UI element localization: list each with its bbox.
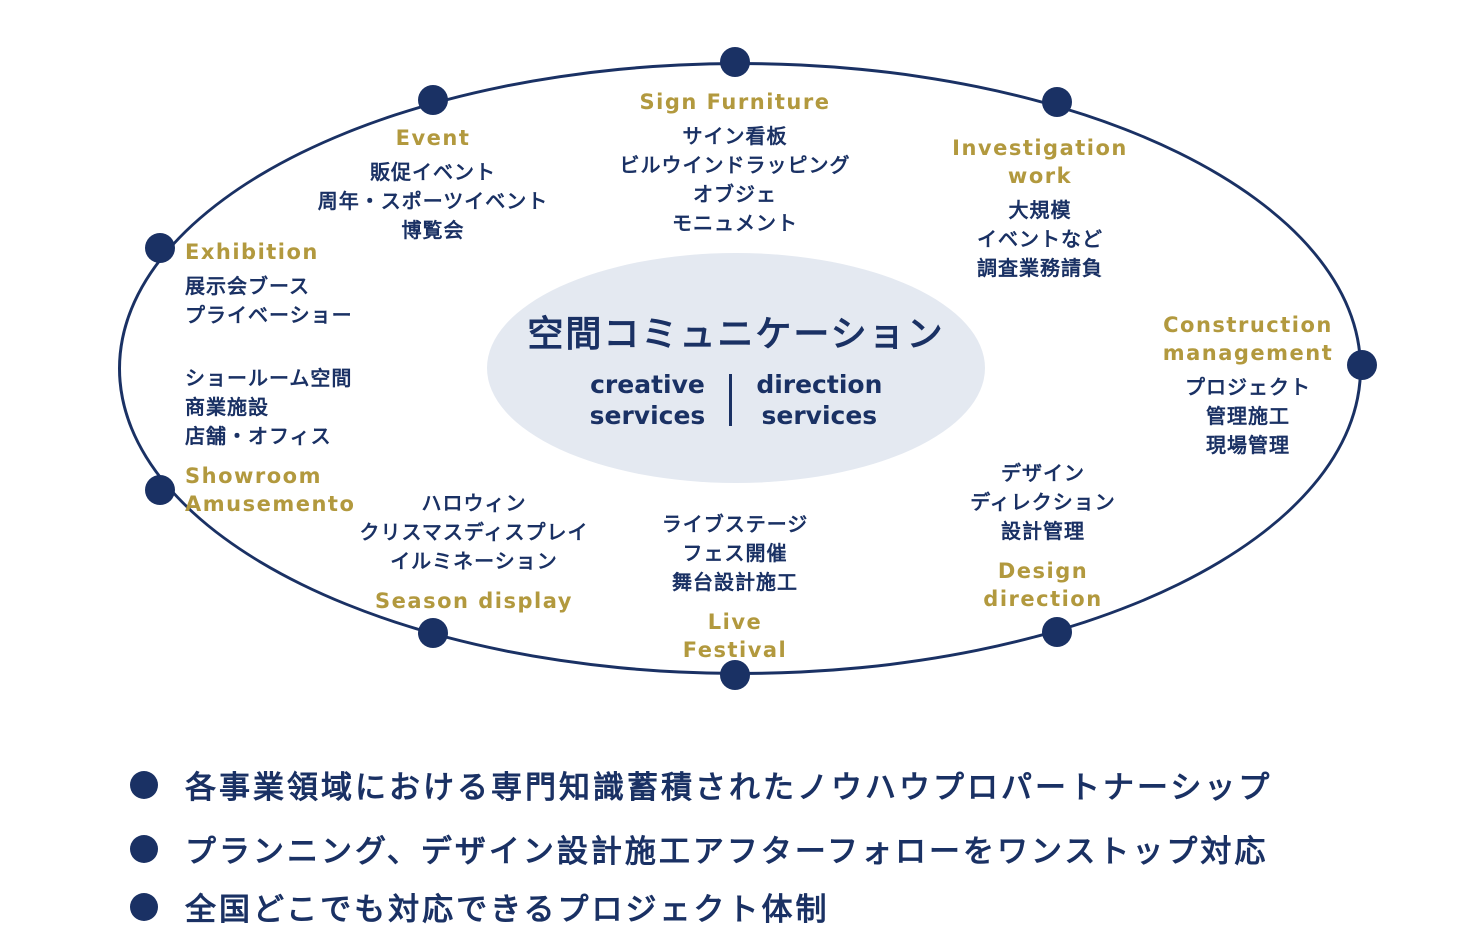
bullet-icon [130,770,158,799]
group-investigation-work-item: 調査業務請負 [977,256,1103,280]
group-exhibition-item: プライベーショー [185,303,353,327]
group-design-direction-item: デザイン [1000,461,1085,485]
dot-event [418,85,448,115]
group-live-festival-title: Live Festival [682,610,788,662]
group-investigation-work-item: イベントなど [977,227,1103,251]
group-sign-furniture-item: ビルウインドラッピング [619,153,851,177]
group-event-title: Event [395,126,471,150]
group-live-festival-item: 舞台設計施工 [671,570,798,594]
group-season-display-title: Season display [375,589,573,613]
dot-construction-management [1347,350,1377,380]
group-live-festival-item: フェス開催 [682,541,788,565]
services-divider [729,374,733,426]
feature-text: 各事業領域における専門知識蓄積されたノウハウプロパートナーシップ [185,770,1273,806]
group-season-display: ハロウィン クリスマスディスプレイ イルミネーション Season displa… [360,489,589,615]
group-design-direction-title: Design direction [983,559,1103,611]
group-event-item: 周年・スポーツイベント [317,189,549,213]
group-investigation-work: Investigation work 大規模 イベントなど 調査業務請負 [952,134,1128,283]
feature-bullet-row: プランニング、デザイン設計施工アフターフォローをワンストップ対応 [130,826,1268,871]
group-construction-management: Construction management プロジェクト 管理施工 現場管理 [1163,311,1334,460]
group-sign-furniture-item: オブジェ [693,182,777,206]
dot-season-display [418,618,448,648]
group-sign-furniture-item: モニュメント [672,211,798,235]
group-event: Event 販促イベント 周年・スポーツイベント 博覧会 [318,124,549,245]
dot-design-direction [1042,617,1072,647]
bullet-icon [130,834,158,863]
creative-services-label: creative services [589,370,706,430]
dot-live-festival [720,660,750,690]
group-construction-management-item: 現場管理 [1206,433,1290,457]
group-showroom-amusemento-item: 店舗・オフィス [185,424,332,448]
group-design-direction-item: 設計管理 [1000,519,1085,543]
group-investigation-work-title: Investigation work [952,136,1128,188]
group-showroom-amusemento-item: ショールーム空間 [185,366,353,390]
feature-bullet-row: 各事業領域における専門知識蓄積されたノウハウプロパートナーシップ [130,762,1272,807]
group-showroom-amusemento: ショールーム空間 商業施設 店舗・オフィス Showroom Amusement… [185,364,355,518]
group-construction-management-item: プロジェクト [1185,375,1311,399]
direction-services-label: direction services [756,370,883,430]
group-exhibition-item: 展示会ブース [185,274,310,298]
group-showroom-amusemento-title: Showroom Amusemento [185,464,356,516]
group-sign-furniture-title: Sign Furniture [639,90,831,114]
group-design-direction-item: ディレクション [970,490,1116,514]
group-season-display-item: イルミネーション [390,549,558,573]
dot-sign-furniture [720,47,750,77]
group-live-festival-item: ライブステージ [661,512,809,536]
feature-text: プランニング、デザイン設計施工アフターフォローをワンストップ対応 [185,834,1269,870]
group-sign-furniture-item: サイン看板 [682,124,788,148]
group-season-display-item: クリスマスディスプレイ [359,520,589,544]
group-live-festival: ライブステージ フェス開催 舞台設計施工 Live Festival [662,510,809,664]
center-ellipse: 空間コミュニケーション creative services direction … [487,253,985,483]
group-season-display-item: ハロウィン [421,491,527,515]
group-event-item: 販促イベント [369,160,496,184]
bullet-icon [130,892,158,921]
group-design-direction: デザイン ディレクション 設計管理 Design direction [970,459,1116,613]
dot-exhibition [145,233,175,263]
group-exhibition: Exhibition 展示会ブース プライベーショー [185,238,353,330]
group-showroom-amusemento-item: 商業施設 [185,395,269,419]
group-event-item: 博覧会 [401,218,465,242]
group-construction-management-title: Construction management [1162,313,1334,365]
dot-investigation-work [1042,87,1072,117]
feature-text: 全国どこでも対応できるプロジェクト体制 [185,892,830,928]
dot-showroom [145,475,175,505]
center-title: 空間コミュニケーション [527,314,945,355]
feature-bullet-row: 全国どこでも対応できるプロジェクト体制 [130,884,829,929]
group-investigation-work-item: 大規模 [1008,198,1072,222]
group-sign-furniture: Sign Furniture サイン看板 ビルウインドラッピング オブジェ モニ… [620,88,851,238]
group-construction-management-item: 管理施工 [1206,404,1290,428]
services-row: creative services direction services [590,369,883,431]
group-exhibition-title: Exhibition [185,240,319,264]
